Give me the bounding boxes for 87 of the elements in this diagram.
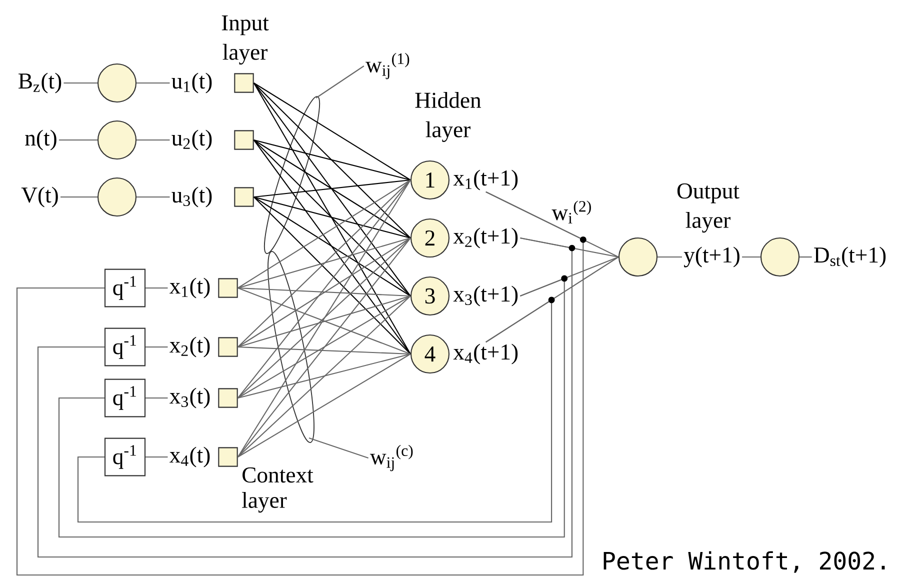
connection-line bbox=[254, 82, 411, 180]
delay-box: q$^{-1}$ bbox=[104, 268, 146, 308]
neuron-circle bbox=[618, 237, 658, 277]
connection-line bbox=[254, 196, 411, 296]
input-square bbox=[218, 278, 238, 298]
output-label: x$_{1}$(t+1) bbox=[453, 170, 518, 190]
signal-label: n(t) bbox=[25, 130, 56, 150]
layer-label: Input layer bbox=[222, 15, 269, 65]
neuron-circle bbox=[97, 120, 137, 160]
connection-line bbox=[238, 237, 411, 289]
connection-line bbox=[146, 456, 168, 458]
connection-line bbox=[658, 256, 682, 258]
connection-line bbox=[254, 82, 411, 238]
input-square bbox=[218, 337, 238, 357]
connection-line bbox=[136, 82, 170, 84]
input-square bbox=[218, 447, 238, 467]
signal-label: B$_{z}$(t) bbox=[18, 72, 62, 94]
connection-line bbox=[254, 179, 411, 198]
connection-line bbox=[238, 180, 411, 288]
output-label: x$_{4}$(t+1) bbox=[453, 344, 518, 364]
feedback-line bbox=[77, 299, 552, 523]
leader-line bbox=[308, 438, 368, 458]
connection-line bbox=[238, 296, 411, 398]
connection-line bbox=[238, 288, 411, 354]
connection-line bbox=[146, 397, 168, 399]
connection-line bbox=[254, 140, 411, 238]
weight-label: w$_{ij}$(1) bbox=[366, 52, 410, 80]
connection-line bbox=[253, 82, 411, 296]
signal-label: x$_{1}$(t) bbox=[170, 278, 210, 298]
signal-label: u$_{3}$(t) bbox=[172, 186, 212, 208]
connection-line bbox=[254, 196, 411, 354]
input-square bbox=[234, 187, 254, 207]
signal-label: u$_{2}$(t) bbox=[172, 130, 212, 150]
connection-line bbox=[237, 238, 411, 458]
output-label: x$_{3}$(t+1) bbox=[453, 286, 518, 306]
signal-label: x$_{4}$(t) bbox=[170, 446, 210, 468]
connection-line bbox=[64, 82, 98, 84]
connection-line bbox=[238, 238, 411, 398]
leader-line bbox=[316, 66, 364, 98]
connection-line bbox=[238, 287, 410, 297]
layer-label: Context layer bbox=[242, 467, 314, 513]
delay-box: q$^{-1}$ bbox=[104, 378, 146, 418]
connection-line bbox=[520, 237, 619, 258]
connection-line bbox=[800, 256, 812, 258]
connection-line bbox=[237, 180, 411, 398]
connection-line bbox=[58, 139, 98, 141]
connection-line bbox=[238, 296, 411, 458]
connection-line bbox=[238, 296, 411, 348]
feedback-line bbox=[58, 278, 565, 538]
connection-line bbox=[254, 140, 411, 296]
delay-box: q$^{-1}$ bbox=[104, 328, 146, 366]
feedback-line bbox=[37, 237, 572, 558]
signal-label: D$_{st}$(t+1) bbox=[814, 246, 886, 268]
connection-line bbox=[238, 353, 411, 399]
input-square bbox=[218, 388, 238, 408]
connection-line bbox=[253, 82, 411, 354]
connection-line bbox=[146, 346, 168, 348]
connection-line bbox=[60, 196, 98, 198]
output-label: x$_{2}$(t+1) bbox=[453, 228, 518, 248]
feedback-line bbox=[16, 191, 584, 576]
signal-label: y(t+1) bbox=[684, 246, 740, 268]
signal-label: u$_{1}$(t) bbox=[172, 72, 212, 94]
signal-label: V(t) bbox=[21, 186, 58, 208]
connection-line bbox=[254, 139, 411, 181]
input-square bbox=[234, 73, 254, 93]
signal-label: x$_{3}$(t) bbox=[170, 388, 210, 408]
layer-label: Hidden layer bbox=[415, 92, 482, 142]
connection-line bbox=[238, 354, 411, 458]
signal-label: x$_{2}$(t) bbox=[170, 336, 210, 358]
delay-box: q$^{-1}$ bbox=[104, 438, 146, 476]
neuron-circle bbox=[97, 63, 137, 103]
connection-line bbox=[237, 180, 411, 458]
connection-line bbox=[146, 287, 168, 289]
connection-line bbox=[238, 346, 410, 355]
weight-label: w$_{i}$(2) bbox=[552, 200, 591, 224]
connection-line bbox=[238, 180, 411, 348]
connection-line bbox=[254, 196, 411, 239]
connection-line bbox=[136, 139, 170, 141]
neuron-circle bbox=[760, 237, 800, 277]
neuron-circle bbox=[97, 177, 137, 217]
connection-line bbox=[253, 140, 411, 354]
input-square bbox=[234, 130, 254, 150]
connection-line bbox=[136, 196, 170, 198]
credit-text: Peter Wintoft, 2002. bbox=[604, 551, 885, 573]
connection-line bbox=[742, 256, 760, 258]
connection-line bbox=[238, 238, 411, 348]
weight-label: w$_{ij}$(c) bbox=[370, 444, 413, 472]
